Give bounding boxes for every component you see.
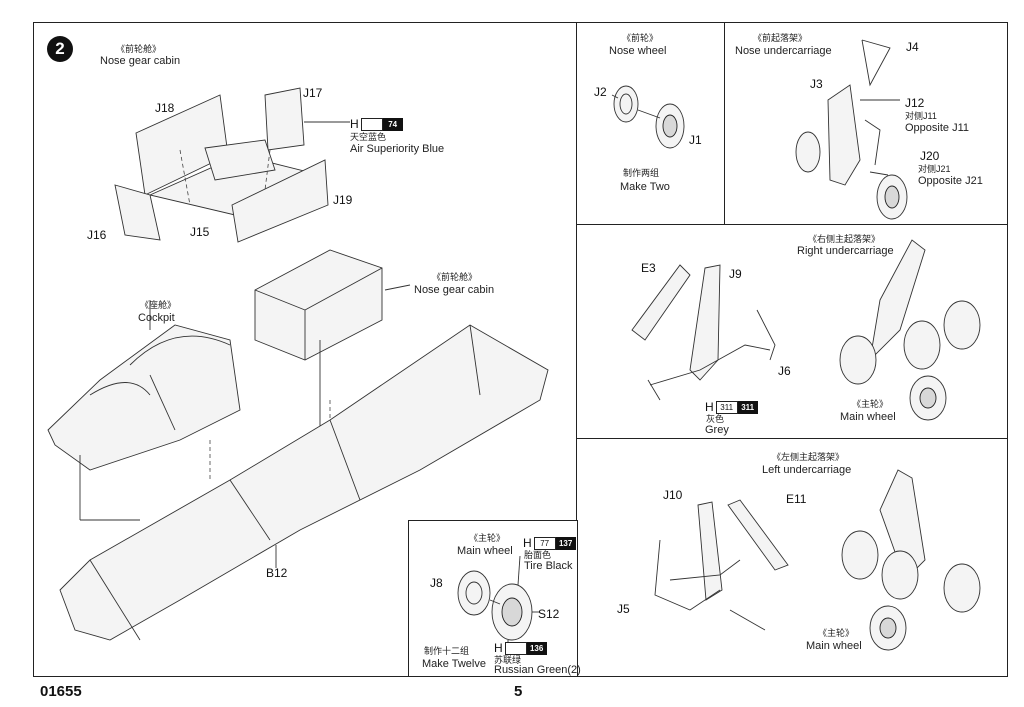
part-label-j4: J4 xyxy=(906,40,919,54)
russian-green-cn: 苏联绿 xyxy=(494,655,522,665)
part-label-j6: J6 xyxy=(778,364,791,378)
left-undercarriage-drawing xyxy=(654,469,981,651)
nose-gear-cabin-box-drawing xyxy=(254,249,411,490)
paint-brand-h: H xyxy=(705,400,714,414)
paint-swatch-box xyxy=(360,117,383,131)
russian-green-en: Russian Green(2) xyxy=(494,664,581,676)
cockpit-drawing xyxy=(47,300,241,521)
part-label-j10: J10 xyxy=(663,488,683,502)
paint-name-en: Air Superiority Blue xyxy=(350,143,445,155)
main-wheel-cn: 《主轮》 xyxy=(469,533,506,543)
right-undercarriage-cn: 《右侧主起落架》 xyxy=(808,234,881,244)
paint-swatch-box xyxy=(504,641,527,655)
nose-gear-cabin-top-en: Nose gear cabin xyxy=(100,55,181,67)
nose-wheel-en: Nose wheel xyxy=(609,45,667,57)
part-label-j8: J8 xyxy=(430,576,443,590)
paint-name-cn: 天空蓝色 xyxy=(350,132,387,142)
right-main-wheel-en: Main wheel xyxy=(840,411,896,423)
main-wheel-en: Main wheel xyxy=(457,545,513,557)
paint-grey-cn: 灰色 xyxy=(706,414,725,424)
part-label-j20: J20 xyxy=(920,149,940,163)
make-twelve-cn: 制作十二组 xyxy=(424,646,470,656)
product-code: 01655 xyxy=(40,683,82,700)
right-undercarriage-drawing xyxy=(631,239,981,421)
nose-wheel-make-en: Make Two xyxy=(620,181,670,193)
paint-code-badge: 137 xyxy=(555,536,576,550)
part-label-j3: J3 xyxy=(810,77,823,91)
nose-undercarriage-cn: 《前起落架》 xyxy=(753,33,808,43)
paint-callout-russian-green: H 136 xyxy=(494,641,547,655)
part-label-j9: J9 xyxy=(729,267,742,281)
nose-undercarriage-drawing xyxy=(795,39,908,220)
nose-wheel-drawing xyxy=(611,85,685,149)
left-undercarriage-en: Left undercarriage xyxy=(762,464,852,476)
paint-callout-tire-black: H 77 137 xyxy=(523,536,576,550)
paint-swatch-box: 77 xyxy=(533,536,556,550)
tire-black-cn: 胎面色 xyxy=(524,550,552,560)
right-undercarriage-en: Right undercarriage xyxy=(797,245,894,257)
paint-code-badge: 74 xyxy=(382,117,403,131)
part-label-j15: J15 xyxy=(190,225,210,239)
nose-gear-cabin-parts-drawing xyxy=(114,87,350,243)
part-label-j5: J5 xyxy=(617,602,630,616)
opposite-j21-en: Opposite J21 xyxy=(918,175,983,187)
part-label-e11: E11 xyxy=(786,492,807,506)
part-label-j1: J1 xyxy=(689,133,702,147)
cockpit-en: Cockpit xyxy=(138,312,175,324)
make-twelve-en: Make Twelve xyxy=(422,658,486,670)
paint-brand-h: H xyxy=(494,641,503,655)
nose-gear-cabin-top-cn: 《前轮舱》 xyxy=(116,44,162,54)
paint-grey-en: Grey xyxy=(705,424,729,436)
main-wheel-drawing xyxy=(457,555,540,650)
paint-swatch-box: 311 xyxy=(715,400,738,414)
part-label-s12: S12 xyxy=(538,607,560,621)
part-label-j2: J2 xyxy=(594,85,607,99)
step-number-badge: 2 xyxy=(47,36,73,62)
paint-code-badge: 311 xyxy=(737,400,758,414)
nose-gear-cabin-mid-en: Nose gear cabin xyxy=(414,284,495,296)
paint-brand-h: H xyxy=(523,536,532,550)
cockpit-cn: 《座舱》 xyxy=(140,300,177,310)
tire-black-en: Tire Black xyxy=(524,560,573,572)
fuselage-drawing xyxy=(59,324,549,641)
nose-undercarriage-en: Nose undercarriage xyxy=(735,45,832,57)
page-number: 5 xyxy=(514,683,523,700)
part-label-j19: J19 xyxy=(333,193,353,207)
opposite-j11-en: Opposite J11 xyxy=(905,122,970,134)
nose-wheel-make-cn: 制作两组 xyxy=(623,168,660,178)
paint-callout-grey: H 311 311 xyxy=(705,400,758,414)
left-undercarriage-cn: 《左侧主起落架》 xyxy=(772,452,845,462)
nose-wheel-cn: 《前轮》 xyxy=(622,33,659,43)
opposite-j21-cn: 对侧J21 xyxy=(918,164,951,174)
paint-code-badge: 136 xyxy=(526,641,547,655)
part-label-b12: B12 xyxy=(266,566,288,580)
paint-callout-air-superiority-blue: H 74 xyxy=(350,117,403,131)
part-label-j18: J18 xyxy=(155,101,175,115)
left-main-wheel-cn: 《主轮》 xyxy=(818,628,855,638)
paint-brand-h: H xyxy=(350,117,359,131)
part-label-j12: J12 xyxy=(905,96,925,110)
nose-gear-cabin-mid-cn: 《前轮舱》 xyxy=(432,272,478,282)
part-label-e3: E3 xyxy=(641,261,656,275)
part-label-j17: J17 xyxy=(303,86,323,100)
left-main-wheel-en: Main wheel xyxy=(806,640,862,652)
part-label-j16: J16 xyxy=(87,228,107,242)
opposite-j11-cn: 对侧J11 xyxy=(905,111,937,121)
right-main-wheel-cn: 《主轮》 xyxy=(852,399,889,409)
